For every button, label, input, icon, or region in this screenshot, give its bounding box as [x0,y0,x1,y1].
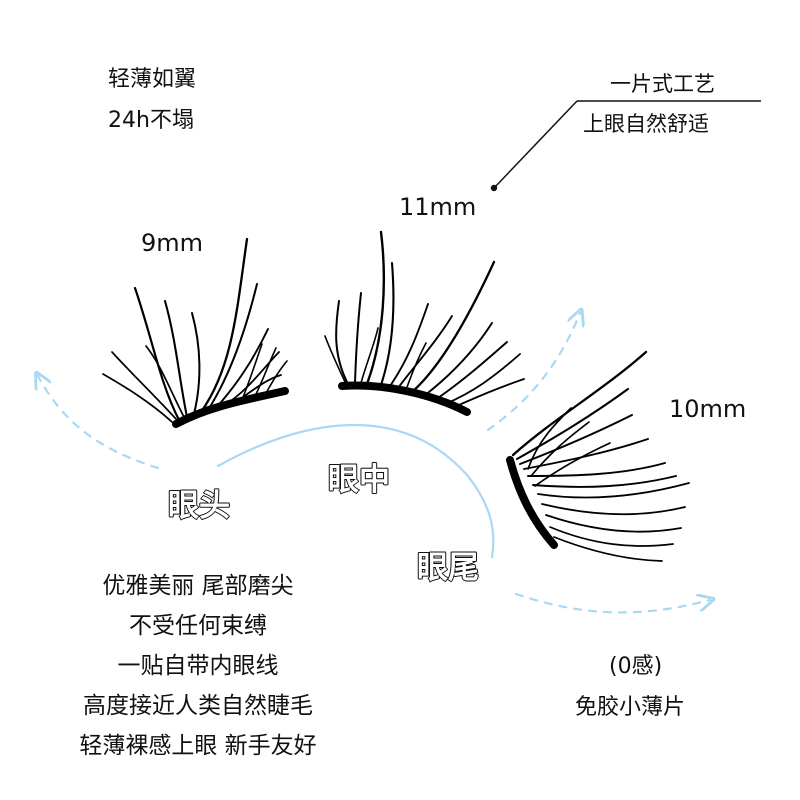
part-label-tail: 眼尾 [416,549,480,587]
length-label-10mm: 10mm [669,395,747,423]
part-label-head: 眼头 [167,487,231,525]
left-dashed-arrow-icon [38,376,160,470]
callout-dot-icon [490,184,498,192]
top-right-line-1: 一片式工艺 [610,72,715,96]
eyelash-middle-icon [324,230,525,416]
feature-line-2: 不受任何束缚 [129,613,267,639]
blue-arc-icon [216,424,495,559]
middle-dashed-arrow-icon [486,313,580,432]
callout-line-icon [493,100,578,189]
blue-guide-arcs [38,313,710,614]
top-left-line-1: 轻薄如翼 [108,67,197,92]
feature-line-5: 轻薄裸感上眼 新手友好 [79,733,317,759]
part-label-middle: 眼中 [327,461,391,499]
feature-line-4: 高度接近人类自然睫毛 [83,693,313,719]
top-left-line-2: 24h不塌 [108,108,194,133]
eyelash-left-icon [102,237,289,428]
feature-line-1: 优雅美丽 尾部磨尖 [102,573,294,599]
feature-list: 优雅美丽 尾部磨尖 不受任何束缚 一贴自带内眼线 高度接近人类自然睫毛 轻薄裸感… [38,566,358,766]
bottom-right-line-2: 免胶小薄片 [575,695,686,720]
eyelash-right-icon [506,350,690,562]
feature-line-3: 一贴自带内眼线 [117,653,279,679]
top-right-line-2: 上眼自然舒适 [583,112,709,136]
length-label-9mm: 9mm [141,229,204,257]
length-label-11mm: 11mm [399,193,477,221]
bottom-dashed-arrow-icon [514,592,710,614]
callout-lines [493,100,761,189]
bottom-right-line-1: (0感) [609,654,663,679]
